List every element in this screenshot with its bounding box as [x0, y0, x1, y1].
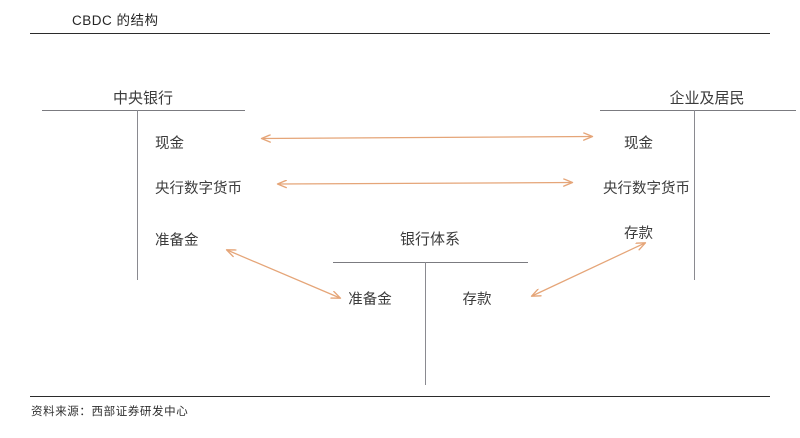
central-bank-liability-cbdc: 央行数字货币	[155, 181, 242, 197]
arrow-deposits	[532, 243, 645, 296]
source-note: 资料来源：西部证券研发中心	[31, 404, 189, 418]
central-bank-title: 中央银行	[112, 90, 174, 107]
arrow-cash	[262, 137, 592, 139]
central-bank-liability-cash: 现金	[155, 136, 184, 152]
banking-system-hline	[333, 262, 528, 263]
banking-system-asset-reserves: 准备金	[348, 292, 392, 308]
footer-divider	[30, 396, 770, 397]
central-bank-liability-reserves: 准备金	[155, 233, 199, 249]
firms-households-title: 企业及居民	[669, 90, 745, 107]
firms-households-hline	[600, 110, 796, 111]
header-divider	[30, 33, 770, 34]
arrow-cbdc	[278, 183, 572, 185]
firms-households-asset-cbdc: 央行数字货币	[603, 181, 690, 197]
page-title: CBDC 的结构	[72, 13, 159, 28]
diagram-canvas: firms & households --> firms & household…	[0, 40, 800, 392]
arrow-reserves	[227, 250, 340, 298]
central-bank-vline	[137, 110, 138, 280]
banking-system-title: 银行体系	[399, 231, 461, 248]
firms-households-vline	[694, 110, 695, 280]
banking-system-liability-deposits: 存款	[462, 292, 492, 308]
central-bank-hline	[42, 110, 245, 111]
firms-households-asset-deposits: 存款	[624, 226, 653, 242]
banking-system-vline	[425, 262, 426, 385]
firms-households-asset-cash: 现金	[624, 136, 653, 152]
